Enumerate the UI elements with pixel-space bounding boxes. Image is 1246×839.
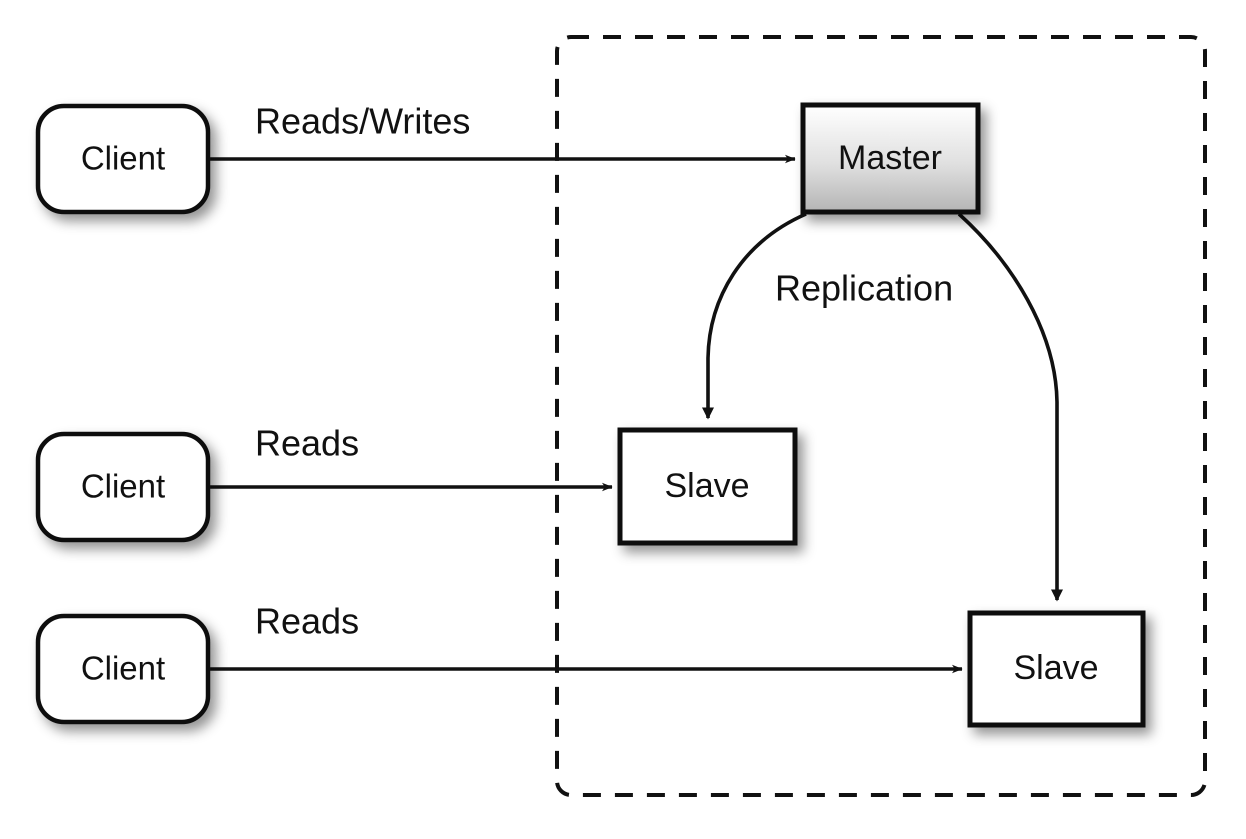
client-2-box[interactable] [35,431,211,543]
client-3-label: Client [81,650,165,687]
edge-layer [208,154,1063,674]
edge-label-reads-slave2: Reads [255,601,359,642]
slave-2-box[interactable] [967,610,1146,728]
master-node[interactable]: Master [800,102,981,215]
slave-1-box[interactable] [617,427,798,546]
client-2-label: Client [81,468,165,505]
edge-label-reads-writes: Reads/Writes [255,101,470,142]
slave-1-label: Slave [664,467,749,505]
edge-label-reads-slave1: Reads [255,423,359,464]
edge-master-slave2-curve [957,212,1063,602]
client-3-box[interactable] [35,613,211,725]
client-1-box[interactable] [35,103,211,215]
system-boundary [555,35,1207,797]
edge-master-slave1-curve [702,212,807,420]
edge-label-replication: Replication [775,268,953,309]
slave-node-1[interactable]: Slave [617,427,798,546]
client-node-3[interactable]: Client [35,613,211,725]
master-box[interactable] [800,102,981,215]
slave-2-label: Slave [1013,649,1098,687]
slave-node-2[interactable]: Slave [967,610,1146,728]
client-node-1[interactable]: Client [35,103,211,215]
client-1-label: Client [81,140,165,177]
client-node-2[interactable]: Client [35,431,211,543]
master-label: Master [838,139,942,177]
